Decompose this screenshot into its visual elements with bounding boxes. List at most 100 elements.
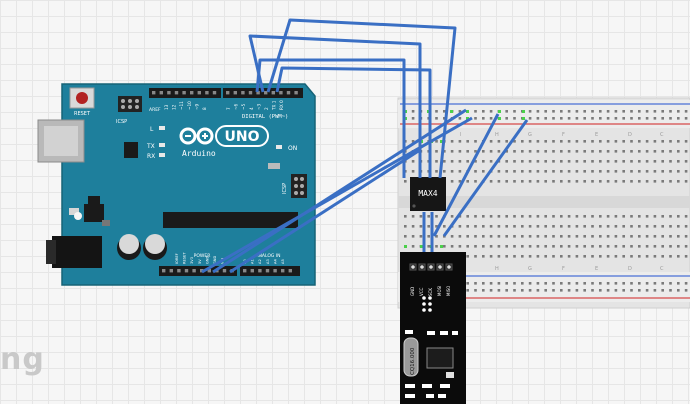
breadboard-hole (474, 282, 477, 285)
breadboard-hole (474, 289, 477, 292)
breadboard-hole (419, 235, 423, 238)
breadboard-hole (482, 289, 485, 292)
breadboard-hole (575, 110, 579, 113)
breadboard-hole (521, 170, 524, 173)
header-pin (226, 91, 230, 95)
breadboard-active-hole (522, 117, 525, 120)
breadboard-hole (513, 245, 516, 248)
breadboard-hole (497, 150, 501, 153)
breadboard-hole (583, 110, 586, 113)
breadboard-hole (458, 110, 462, 113)
crystal-oscillator (403, 337, 419, 377)
breadboard-hole (645, 245, 649, 248)
digital-pin-label: ~3 (256, 103, 261, 110)
wire-analog-to-module (229, 148, 421, 274)
breadboard-hole (575, 160, 579, 163)
breadboard-hole (591, 140, 594, 143)
breadboard-hole (669, 180, 672, 183)
breadboard-letter: C (660, 266, 664, 272)
breadboard-hole (450, 160, 454, 163)
breadboard-hole (552, 282, 555, 285)
breadboard-hole (677, 245, 680, 248)
breadboard-hole (482, 235, 485, 238)
breadboard-hole (622, 180, 625, 183)
breadboard-hole (614, 255, 618, 258)
voltage-regulator-small (124, 142, 138, 158)
breadboard-hole (521, 180, 524, 183)
uno-logo-text: UNO (225, 129, 260, 145)
breadboard-letter: G (528, 132, 532, 138)
breadboard-hole (552, 235, 555, 238)
breadboard-hole (591, 160, 594, 163)
breadboard-hole (474, 180, 477, 183)
breadboard-hole (466, 150, 469, 153)
breadboard-hole (567, 180, 571, 183)
breadboard-hole (606, 110, 610, 113)
breadboard-hole (638, 255, 641, 258)
breadboard-hole (489, 150, 493, 153)
breadboard-hole (552, 289, 555, 292)
power-pin-label: 5V (198, 259, 202, 264)
breadboard-hole (661, 282, 664, 285)
breadboard-hole (591, 255, 594, 258)
header-pin (182, 91, 186, 95)
breadboard-hole (591, 289, 594, 292)
breadboard-hole (661, 235, 664, 238)
breadboard-active-hole (522, 110, 525, 113)
header-pin (207, 269, 211, 273)
header-pin (169, 269, 173, 273)
breadboard-hole (536, 170, 540, 173)
module-dot (422, 308, 426, 312)
smd-11 (438, 394, 446, 398)
breadboard-hole (599, 255, 602, 258)
breadboard-hole (606, 150, 610, 153)
breadboard-hole (450, 235, 454, 238)
breadboard-active-hole (498, 117, 501, 120)
breadboard-hole (630, 235, 633, 238)
breadboard-hole (560, 180, 563, 183)
breadboard-hole (474, 160, 477, 163)
breadboard-hole (661, 160, 664, 163)
wire-gnd-to-rail (201, 116, 473, 274)
breadboard-hole (677, 140, 680, 143)
led-l (159, 126, 165, 130)
breadboard: JJIIHHGGFFEEDDCC (397, 97, 690, 309)
breadboard-letter: H (495, 132, 499, 138)
breadboard-hole (614, 117, 618, 120)
breadboard-active-hole (466, 110, 469, 113)
breadboard-hole (669, 235, 672, 238)
breadboard-hole (591, 282, 594, 285)
breadboard-active-hole (498, 110, 501, 113)
smd-6 (422, 384, 432, 388)
breadboard-letter: I (460, 132, 461, 138)
breadboard-hole (505, 117, 508, 120)
breadboard-hole (677, 225, 680, 228)
header-pin (250, 269, 254, 273)
breadboard-hole (489, 289, 493, 292)
breadboard-hole (684, 215, 688, 218)
breadboard-hole (536, 282, 540, 285)
breadboard-hole (466, 160, 469, 163)
breadboard-hole (474, 215, 477, 218)
breadboard-hole (536, 180, 540, 183)
breadboard-hole (497, 235, 501, 238)
breadboard-hole (450, 245, 454, 248)
breadboard-hole (669, 140, 672, 143)
breadboard-hole (645, 110, 649, 113)
breadboard-hole (513, 160, 516, 163)
breadboard-hole (638, 225, 641, 228)
breadboard-hole (458, 170, 462, 173)
smd-10 (426, 394, 434, 398)
breadboard-active-hole (466, 117, 469, 120)
reset-button-cap[interactable] (76, 92, 88, 104)
breadboard-hole (474, 225, 477, 228)
power-jack (52, 236, 102, 268)
breadboard-hole (560, 282, 563, 285)
breadboard-hole (645, 235, 649, 238)
module-dot (428, 308, 432, 312)
breadboard-hole (567, 255, 571, 258)
breadboard-hole (645, 140, 649, 143)
breadboard-hole (443, 117, 446, 120)
breadboard-hole (513, 180, 516, 183)
